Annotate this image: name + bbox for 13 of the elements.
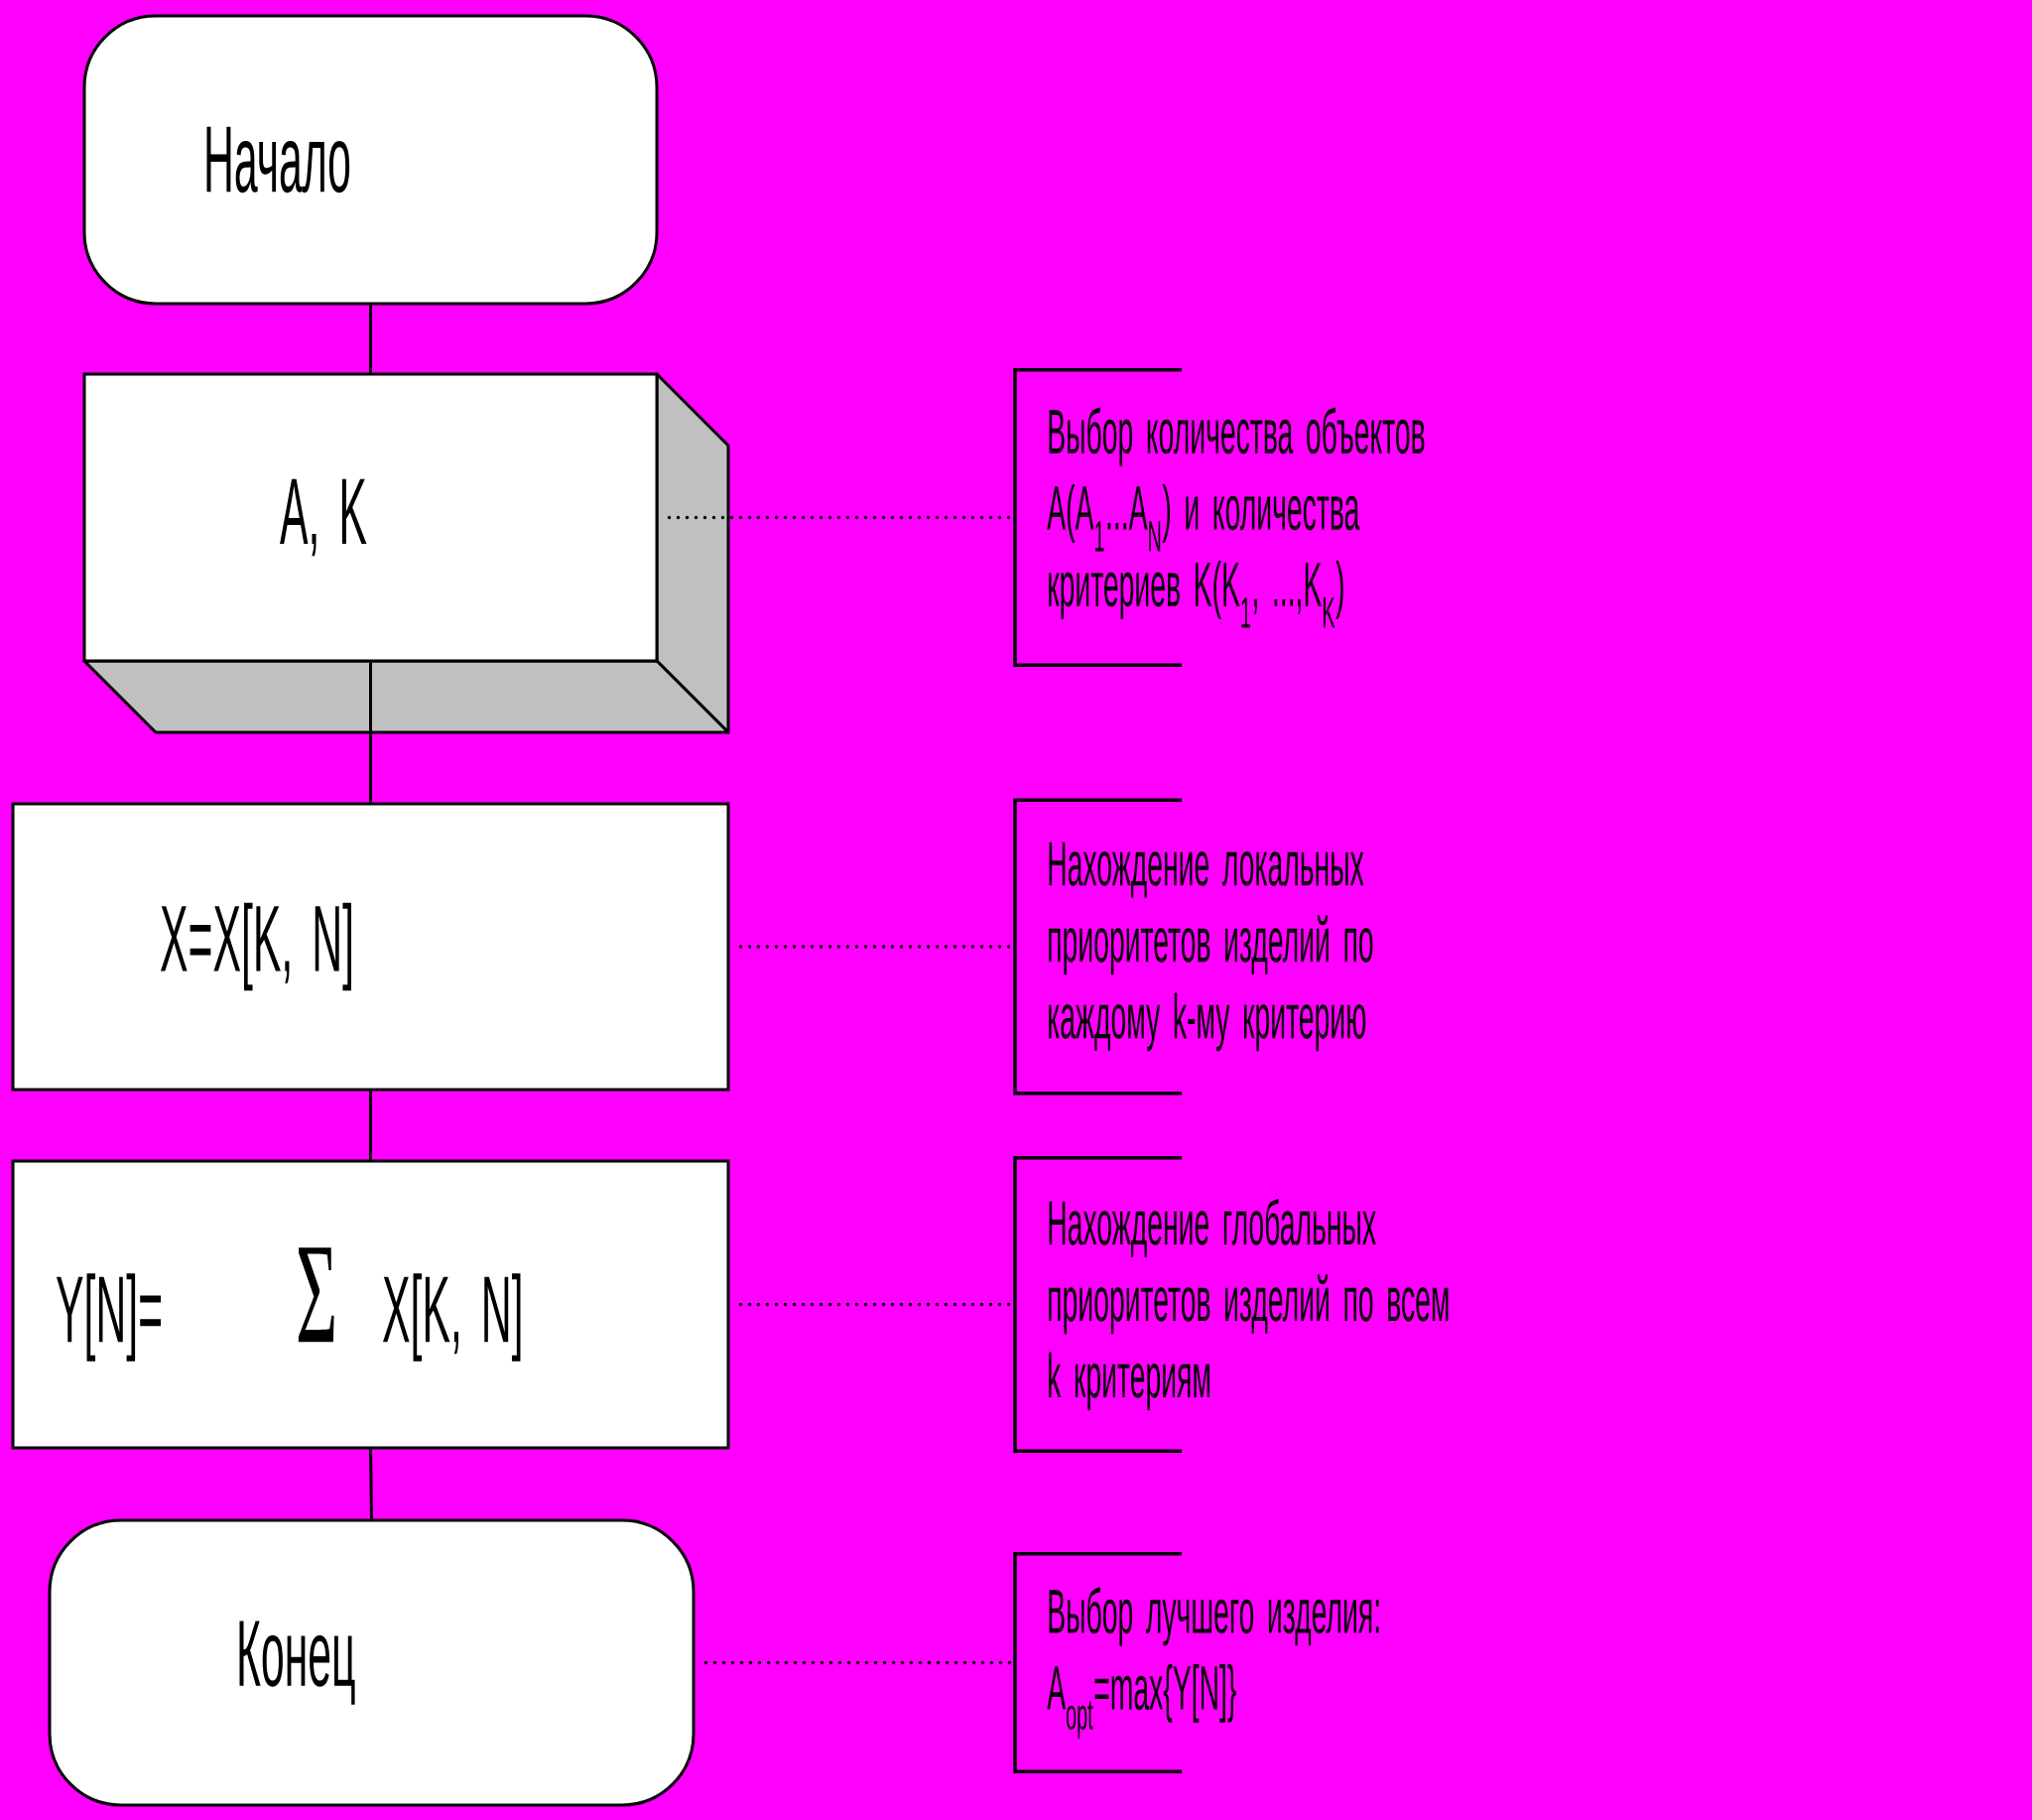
connector-line xyxy=(369,1449,373,1519)
annotation: Выбор количества объектов A(A$_{1}$...A$_{N}$) и количества критериев K(K$_{1}$, ...,K$_{K}$) xyxy=(1013,368,1425,667)
annotation: Нахождение локальных приоритетов изделий по каждому k-му критерию xyxy=(1013,798,1373,1096)
annotation: Нахождение глобальных приоритетов изделий по всем k критериям xyxy=(1013,1156,1449,1453)
raised-box: A, K xyxy=(82,372,730,734)
annotation: Выбор лучшего изделия: A$_{opt}$=max{Y[N]} xyxy=(1013,1552,1379,1773)
connector-line xyxy=(369,1091,372,1160)
connector-line xyxy=(369,305,372,373)
terminal-box: Начало xyxy=(82,14,659,306)
terminal-box: Конец xyxy=(48,1518,696,1807)
connector-line xyxy=(369,662,372,803)
process-box: X=X[K, N] xyxy=(11,802,730,1092)
process-box: Y[N]= Σ X[K, N] xyxy=(11,1159,730,1450)
